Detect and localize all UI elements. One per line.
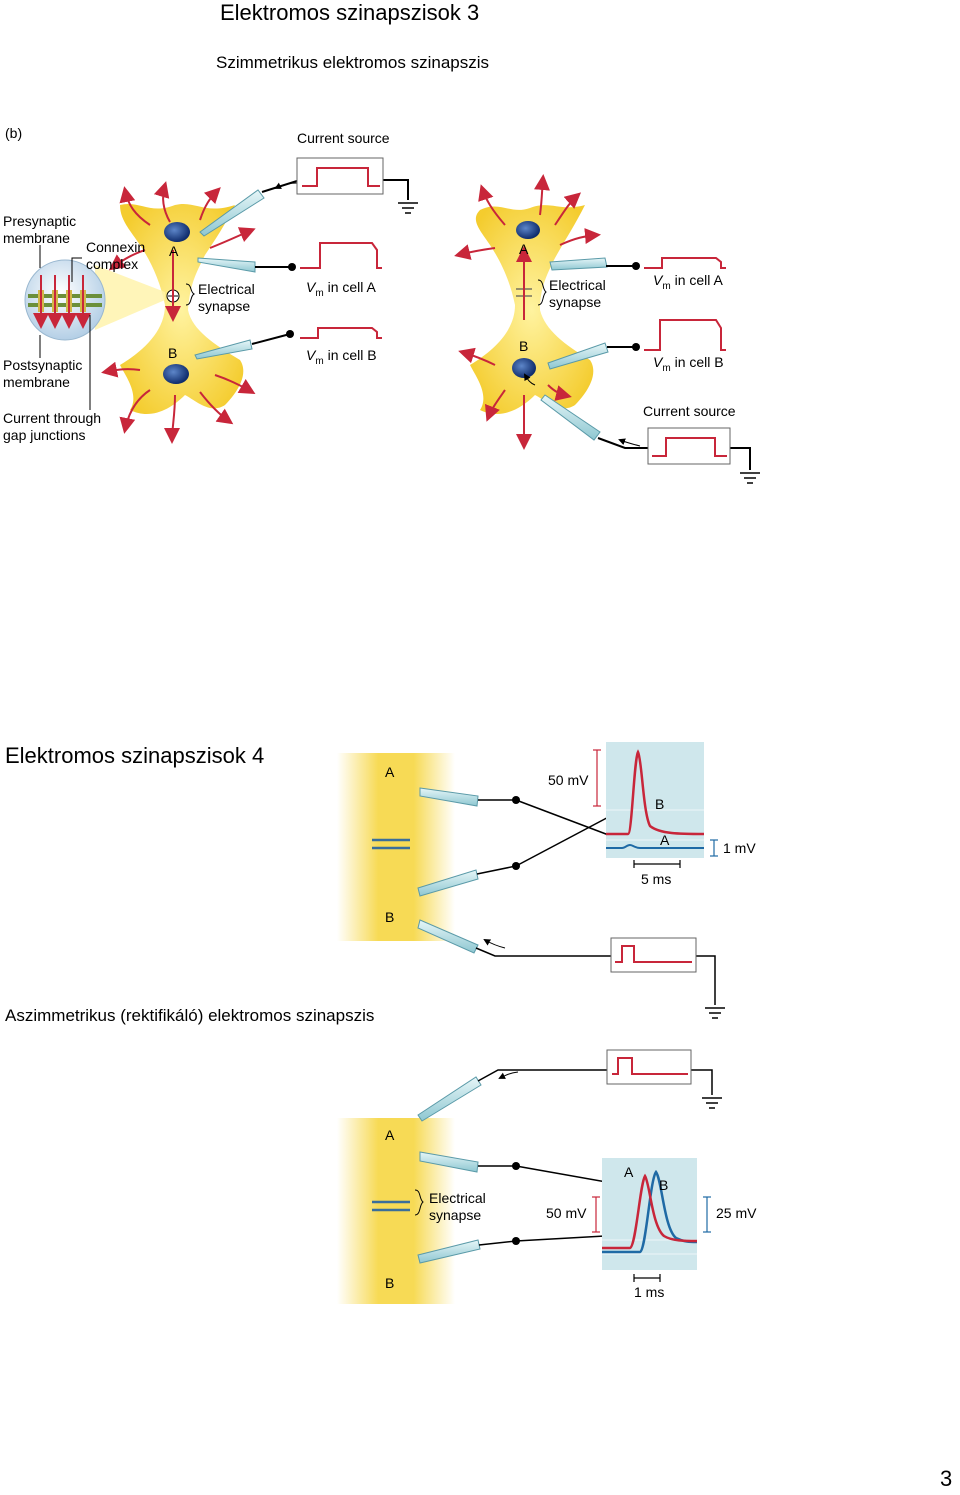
fig1-trace-a [606, 843, 704, 849]
right-ground-symbol [740, 472, 760, 484]
fig1-electrode-b [417, 869, 479, 897]
fig1-trace-a-label: A [660, 832, 670, 848]
postsynaptic-membrane-label: Postsynaptic membrane [3, 357, 83, 390]
left-cell-a-body [120, 203, 244, 415]
left-vm-a-label: Vm in cell A [306, 279, 376, 299]
current-through-gap-label: Current through gap junctions [3, 410, 102, 443]
fig2-current-source-box [606, 1049, 692, 1085]
fig2 [337, 1049, 722, 1304]
right-cell-b-label: B [519, 338, 529, 354]
left-electrical-synapse-label: Electrical synapse [198, 281, 255, 314]
right-current-pulse [652, 437, 727, 457]
fig1-scale-50mv [593, 749, 601, 807]
right-electrode-b [547, 342, 609, 370]
fig2-scale-1ms-label: 1 ms [634, 1284, 665, 1300]
left-electrode-top [199, 189, 265, 237]
fig2-gap-junction [372, 1200, 410, 1212]
right-electrode-bottom [540, 394, 601, 441]
page1-subtitle: Szimmetrikus elektromos szinapszis [216, 53, 490, 72]
fig2-trace-a [602, 1173, 698, 1250]
fig2-electrode-b [417, 1239, 481, 1264]
left-nucleus-a [164, 222, 190, 242]
left-current-pulse [302, 167, 380, 187]
fig1-trace-b-spike [606, 749, 705, 836]
fig2-scale-50mv-label: 50 mV [546, 1205, 587, 1221]
fig2-electrode-a [419, 1151, 479, 1173]
fig1-gap-junction [372, 838, 410, 850]
left-neuron-pair [24, 181, 256, 444]
left-current-source-box [296, 157, 384, 195]
fig2-ground-symbol [702, 1097, 722, 1109]
left-electrode-b [194, 339, 253, 360]
fig2-scale-25mv [703, 1196, 711, 1233]
fig1-electrode-bottom [417, 919, 479, 954]
page1-title: Elektromos szinapszisok 3 [220, 0, 480, 25]
fig1-trace-b-label: B [655, 796, 665, 812]
fig2-trace-b-label: B [659, 1177, 669, 1193]
left-vm-a-trace [300, 242, 382, 269]
fig1-cell-b-label: B [385, 909, 395, 925]
left-vm-b-label: Vm in cell B [306, 347, 377, 367]
fig1-trace-panel [606, 742, 704, 858]
right-cell-a-label: A [519, 241, 529, 257]
fig1-ground-symbol [705, 1007, 725, 1019]
fig1 [337, 742, 725, 1019]
fig1-scale-1mv [710, 839, 718, 857]
fig2-current-pulse [612, 1057, 688, 1075]
panel-label: (b) [5, 125, 23, 141]
page2-title: Elektromos szinapszisok 4 [5, 743, 265, 768]
fig1-scale-1mv-label: 1 mV [723, 840, 756, 856]
left-current-source-label: Current source [297, 130, 390, 146]
page2-subtitle: Aszimmetrikus (rektifikáló) elektromos s… [5, 1006, 375, 1025]
membrane-layers [28, 275, 102, 329]
fig2-trace-a-label: A [624, 1164, 634, 1180]
page-number: 3 [940, 1466, 953, 1491]
left-electrode-a [197, 257, 256, 273]
right-vm-a-label: Vm in cell A [653, 272, 723, 292]
fig1-scale-5ms [633, 860, 681, 868]
fig1-electrode-a [419, 787, 479, 807]
fig2-scale-50mv [592, 1196, 600, 1233]
right-current-source-box [647, 427, 731, 465]
connexin-complex-label: Connexin complex [86, 239, 146, 272]
right-vm-b-trace [644, 319, 726, 351]
fig1-scale-50mv-label: 50 mV [548, 772, 589, 788]
presynaptic-membrane-label: Presynaptic membrane [3, 213, 77, 246]
right-electrodes [523, 257, 760, 484]
right-vm-a-trace [644, 257, 726, 269]
fig1-current-pulse [615, 945, 692, 963]
left-current-arrows [101, 181, 256, 444]
right-electrode-a [549, 257, 608, 271]
fig2-scale-25mv-label: 25 mV [716, 1205, 757, 1221]
fig2-scale-1ms [633, 1274, 661, 1282]
right-neuron-pair [454, 174, 601, 450]
fig2-electrical-synapse-label: Electrical synapse [429, 1190, 486, 1223]
fig2-electrode-top [417, 1076, 482, 1122]
fig2-cell-a-label: A [385, 1127, 395, 1143]
fig1-current-source-box [610, 937, 697, 973]
left-ground-symbol [398, 202, 418, 214]
right-current-arrows [454, 174, 601, 450]
right-electrical-synapse-label: Electrical synapse [549, 277, 606, 310]
left-vm-b-trace [300, 327, 382, 339]
fig1-scale-5ms-label: 5 ms [641, 871, 672, 887]
right-vm-b-label: Vm in cell B [653, 354, 724, 374]
fig1-cell-a-label: A [385, 764, 395, 780]
right-nucleus-a [516, 221, 540, 239]
left-electrodes [194, 157, 418, 360]
left-cell-b-label: B [168, 345, 178, 361]
left-cell-a-label: A [169, 243, 179, 259]
right-nucleus-b [512, 358, 536, 378]
right-current-source-label: Current source [643, 403, 736, 419]
left-nucleus-b [163, 364, 189, 384]
fig2-cell-b-label: B [385, 1275, 395, 1291]
